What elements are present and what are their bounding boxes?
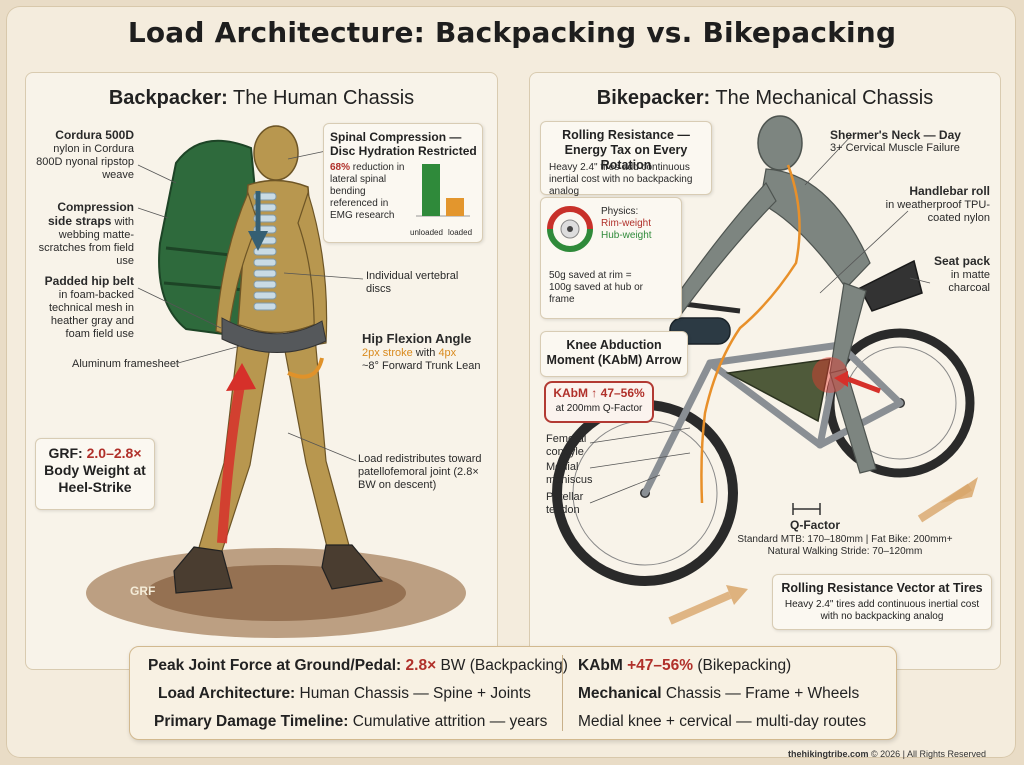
rider-head bbox=[757, 115, 803, 171]
rider-arm bbox=[669, 181, 777, 314]
hipbelt-label: Padded hip belt in foam-backed technical… bbox=[44, 274, 134, 341]
rim-savings: 50g saved at rim = 100g saved at hub or … bbox=[549, 270, 643, 305]
table-divider bbox=[562, 655, 563, 731]
spinal-stat: 68% reduction in lateral spinal bending … bbox=[330, 162, 405, 221]
shermer-label: Shermer's Neck — Day 3+ Cervical Muscle … bbox=[830, 128, 961, 155]
physics-legend: Physics: Rim-weight Hub-weight bbox=[601, 206, 652, 241]
rolling-arrow-front bbox=[726, 585, 748, 605]
femoral-label: Femoral condyle bbox=[546, 433, 587, 458]
comparison-table: Peak Joint Force at Ground/Pedal: 2.8× B… bbox=[129, 646, 897, 740]
bikepacker-illustration bbox=[552, 115, 978, 625]
backpacker-panel: Backpacker: The Human Chassis bbox=[25, 72, 498, 670]
bar-unloaded-label: unloaded bbox=[410, 228, 443, 237]
rolling-text: Heavy 2.4" tires add continuous inertial… bbox=[549, 162, 693, 197]
kabm-arrow bbox=[847, 376, 881, 394]
leg-right bbox=[281, 324, 351, 552]
spinal-title: Spinal Compression — Disc Hydration Rest… bbox=[330, 130, 477, 158]
qfactor-title: Q-Factor bbox=[789, 518, 840, 532]
boot-left bbox=[173, 546, 233, 594]
grf-card: GRF: 2.0–2.8×Body Weight at Heel-Strike bbox=[35, 438, 155, 510]
bikepacker-panel: Bikepacker: The Mechanical Chassis bbox=[529, 72, 1001, 670]
table-row: Load Architecture: Human Chassis — Spine… bbox=[158, 685, 860, 702]
cordura-label: Cordura 500D nylon in Cordura 800D nyona… bbox=[36, 128, 134, 182]
rider-torso bbox=[759, 168, 871, 289]
seat-pack bbox=[858, 259, 923, 312]
vertebral-label: Individual vertebral discs bbox=[366, 270, 459, 295]
rim-weight-diagram bbox=[547, 206, 593, 252]
nerve-path bbox=[700, 164, 801, 504]
boot-right bbox=[321, 544, 384, 590]
head bbox=[253, 125, 299, 181]
rim-weight-physics-card: Physics: Rim-weight Hub-weight 50g saved… bbox=[540, 197, 682, 319]
kabm-badge: KAbM ↑ 47–56% at 200mm Q-Factor bbox=[544, 381, 654, 423]
hip-flexion-arc bbox=[287, 357, 324, 379]
grf-arrow bbox=[217, 384, 245, 544]
patellar-label: Patellar tendon bbox=[546, 491, 584, 516]
table-row: Primary Damage Timeline: Cumulative attr… bbox=[154, 713, 867, 730]
spinal-compression-card: Spinal Compression — Disc Hydration Rest… bbox=[323, 123, 483, 243]
copyright-footer: thehikingtribe.com © 2026 | All Rights R… bbox=[787, 749, 986, 759]
knee-title: Knee Abduction Moment (KAbM) Arrow bbox=[546, 338, 682, 367]
rider-shin bbox=[829, 368, 877, 474]
page-title: Load Architecture: Backpacking vs. Bikep… bbox=[127, 16, 897, 49]
load-redistribution-label: Load redistributes toward patellofemoral… bbox=[358, 453, 482, 491]
spinal-bar-chart bbox=[416, 164, 470, 217]
hip-belt bbox=[221, 317, 327, 353]
hip-flexion-label: Hip Flexion Angle 2px stroke with 4px ~8… bbox=[362, 331, 481, 372]
qfactor-details: Standard MTB: 170–180mm | Fat Bike: 200m… bbox=[737, 534, 953, 557]
rolling-title: Rolling Resistance — Energy Tax on Every… bbox=[562, 128, 690, 172]
backpacker-panel-title: Backpacker: The Human Chassis bbox=[108, 87, 415, 109]
framesheet-label: Aluminum framesheet bbox=[72, 358, 179, 370]
backpacker-illustration bbox=[86, 125, 466, 638]
bar-loaded-label: loaded bbox=[448, 228, 473, 237]
knee-highlight bbox=[812, 357, 848, 393]
medial-label: Medial meniscus bbox=[546, 461, 593, 486]
grf-ground-label: GRF bbox=[130, 584, 156, 598]
rolling-resistance-vector-card: Rolling Resistance Vector at Tires Heavy… bbox=[772, 574, 992, 630]
knee-abduction-card: Knee Abduction Moment (KAbM) Arrow bbox=[540, 331, 688, 377]
table-row: Peak Joint Force at Ground/Pedal: 2.8× B… bbox=[148, 657, 792, 674]
rolling-resistance-card: Rolling Resistance — Energy Tax on Every… bbox=[540, 121, 712, 197]
straps-label: Compression side straps with webbing mat… bbox=[38, 200, 134, 268]
bar-unloaded bbox=[422, 164, 440, 216]
bar-loaded bbox=[446, 198, 464, 216]
frame-bag bbox=[725, 358, 831, 423]
bikepacker-panel-title: Bikepacker: The Mechanical Chassis bbox=[596, 87, 934, 109]
